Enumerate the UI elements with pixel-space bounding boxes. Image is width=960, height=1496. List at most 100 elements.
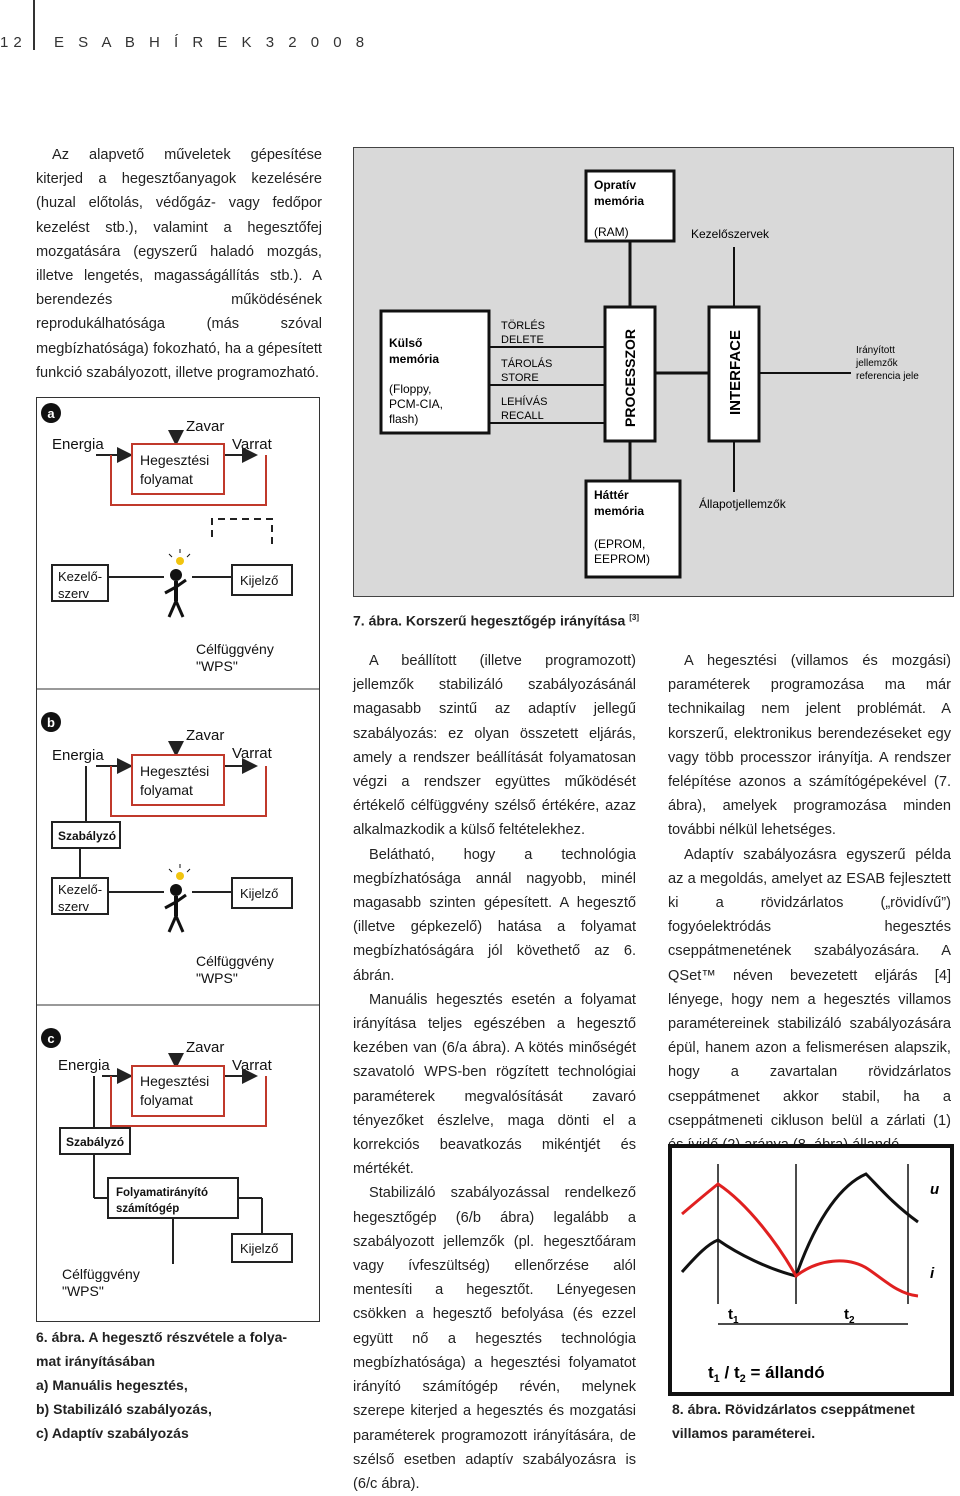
figure-8: u i t1 t2 t1 / t2 = állandó	[668, 1144, 954, 1396]
bg-label-2: memória	[594, 504, 644, 518]
display-box	[231, 564, 293, 596]
operator-label-2: szerv	[58, 899, 90, 914]
welder-figure	[163, 547, 192, 619]
display-box	[231, 1233, 293, 1263]
voltage-curve	[680, 1172, 919, 1278]
ext-label-5: flash)	[389, 412, 418, 426]
ext-label-2: memória	[389, 352, 439, 366]
energia-label: Energia	[58, 1057, 110, 1074]
operator-box	[51, 564, 109, 602]
process-box	[131, 754, 225, 806]
caption-reference: [3]	[629, 613, 639, 622]
target-label-2: "WPS"	[196, 658, 238, 674]
external-memory-box	[379, 309, 491, 435]
panel-a: a Energia Zavar Varrat Hegesztési folyam…	[41, 403, 293, 674]
computer-label-1: Folyamatirányító	[116, 1187, 208, 1199]
panel-b-letter: b	[47, 715, 55, 730]
welder-figure	[163, 862, 192, 934]
ram-label-2: memória	[594, 194, 644, 208]
ext-label-3: (Floppy,	[389, 382, 431, 396]
ext-label-4: PCM-CIA,	[389, 397, 443, 411]
varrat-label: Varrat	[232, 436, 273, 453]
display-label: Kijelző	[240, 1241, 278, 1256]
controls-label: Kezelőszervek	[691, 227, 770, 241]
zavar-label: Zavar	[186, 727, 224, 744]
i-label: i	[930, 1265, 935, 1282]
zavar-label: Zavar	[186, 418, 224, 435]
target-label-1: Célfüggvény	[196, 953, 274, 969]
panel-c-letter: c	[47, 1031, 54, 1046]
process-label-2: folyamat	[140, 782, 193, 798]
caption-line: c) Adaptív szabályozás	[36, 1425, 189, 1441]
figure-8-caption: 8. ábra. Rövidzárlatos cseppátmenet vill…	[672, 1397, 957, 1445]
operator-box	[51, 877, 109, 915]
ram-box	[584, 169, 676, 243]
display-label: Kijelző	[240, 886, 278, 901]
zavar-label: Zavar	[186, 1039, 224, 1056]
ref-label-3: referencia jele	[856, 371, 919, 382]
process-box	[131, 443, 225, 495]
process-label-1: Hegesztési	[140, 763, 209, 779]
ext-label-1: Külső	[389, 336, 422, 350]
intro-paragraph: Az alapvető műveletek gépesítése kiterje…	[36, 147, 322, 381]
varrat-label: Varrat	[232, 745, 273, 762]
paragraph: Manuális hegesztés esetén a folyamat irá…	[353, 991, 636, 1178]
caption-line: 8. ábra. Rövidzárlatos cseppátmenet	[672, 1401, 915, 1417]
figure-7-caption: 7. ábra. Korszerű hegesztőgép irányítása…	[353, 606, 953, 633]
process-label-1: Hegesztési	[140, 1073, 209, 1089]
caption-line: mat irányításában	[36, 1353, 156, 1369]
operator-label-1: Kezelő-	[58, 882, 102, 897]
paragraph: Adaptív szabályozásra egyszerű példa az …	[668, 846, 951, 1153]
t2-label: t2	[844, 1306, 855, 1326]
display-box	[231, 877, 293, 909]
operator-label-1: Kezelő-	[58, 569, 102, 584]
operator-label-2: szerv	[58, 586, 90, 601]
bg-label-1: Háttér	[594, 488, 629, 502]
ref-label-1: Irányított	[856, 345, 895, 356]
controller-label: Szabályzó	[58, 829, 116, 843]
processor-label: PROCESSZOR	[622, 329, 638, 427]
ram-label-1: Opratív	[594, 178, 636, 192]
caption-line: villamos paraméterei.	[672, 1425, 816, 1441]
op-label: TÁROLÁS	[501, 357, 552, 370]
computer-label-2: számítógép	[116, 1203, 179, 1215]
interface-label: INTERFACE	[727, 330, 744, 415]
caption-line: b) Stabilizáló szabályozás,	[36, 1401, 212, 1417]
figure-7: Opratív memória (RAM) Kezelőszervek Küls…	[353, 147, 954, 597]
current-curve	[681, 1182, 919, 1298]
caption-text: 7. ábra. Korszerű hegesztőgép irányítása	[353, 612, 626, 629]
caption-line: a) Manuális hegesztés,	[36, 1377, 188, 1393]
background-memory-box	[584, 479, 682, 579]
panel-a-letter: a	[47, 406, 55, 421]
display-label: Kijelző	[240, 573, 278, 588]
ratio-label: t1 / t2 = állandó	[708, 1363, 825, 1385]
process-label-2: folyamat	[140, 1092, 193, 1108]
paragraph: Stabilizáló szabályozással rendelkező he…	[353, 1185, 636, 1492]
op-label: RECALL	[501, 410, 544, 422]
op-label: TÖRLÉS	[501, 319, 545, 332]
target-label-2: "WPS"	[62, 1283, 104, 1299]
op-label: STORE	[501, 372, 539, 384]
state-label: Állapotjellemzők	[699, 496, 787, 511]
ram-label-3: (RAM)	[594, 225, 629, 239]
target-label-1: Célfüggvény	[62, 1266, 140, 1282]
op-label: LEHÍVÁS	[501, 395, 547, 408]
header-divider	[33, 0, 35, 50]
op-label: DELETE	[501, 334, 544, 346]
bg-label-4: EEPROM)	[594, 552, 650, 566]
process-label-2: folyamat	[140, 471, 193, 487]
energia-label: Energia	[52, 747, 104, 764]
controller-label: Szabályzó	[66, 1135, 124, 1149]
t1-label: t1	[728, 1306, 739, 1326]
magazine-title: E S A B H Í R E K 3 2 0 0 8	[54, 34, 370, 51]
controller-box	[59, 1127, 131, 1155]
page-number: 12	[0, 34, 27, 51]
process-box	[131, 1065, 225, 1117]
paragraph: A hegesztési (villamos és mozgási) param…	[668, 653, 951, 839]
process-label-1: Hegesztési	[140, 452, 209, 468]
computer-box	[107, 1177, 239, 1219]
panel-b: b Energia Zavar Varrat Hegesztési folyam…	[41, 712, 293, 986]
controller-box	[51, 821, 121, 849]
processor-box	[603, 305, 657, 443]
target-label-1: Célfüggvény	[196, 641, 274, 657]
